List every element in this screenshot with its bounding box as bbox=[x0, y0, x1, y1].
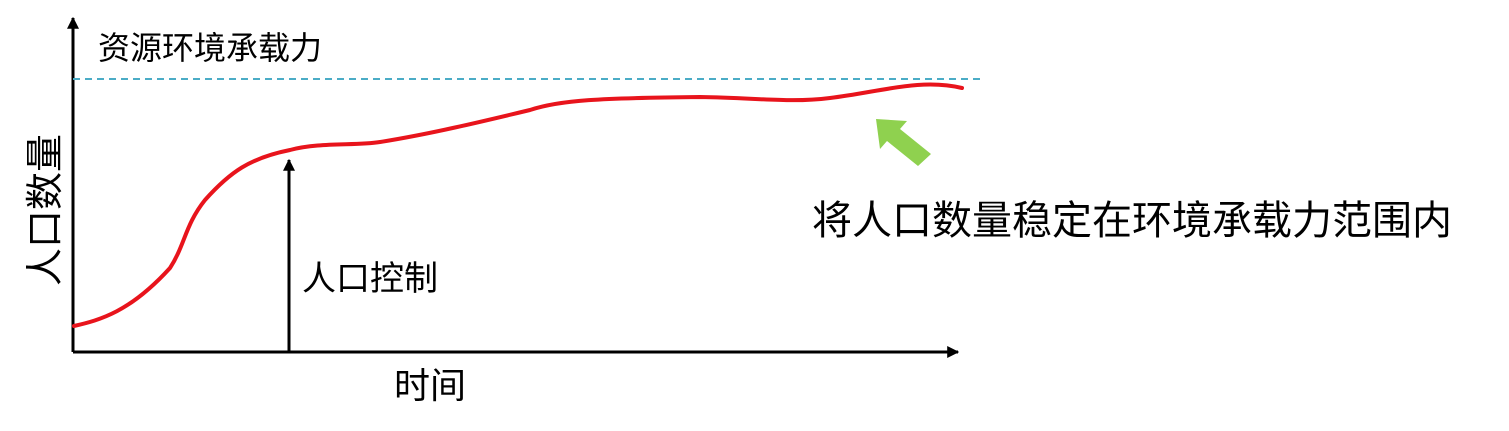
x-axis-label: 时间 bbox=[394, 366, 466, 407]
stabilize-label: 将人口数量稳定在环境承载力范围内 bbox=[812, 198, 1452, 244]
y-axis-label: 人口数量 bbox=[23, 134, 67, 286]
population-curve bbox=[72, 82, 964, 328]
control-label: 人口控制 bbox=[302, 259, 438, 299]
stabilize-hint-arrow bbox=[876, 119, 931, 166]
capacity-label: 资源环境承载力 bbox=[98, 29, 322, 67]
